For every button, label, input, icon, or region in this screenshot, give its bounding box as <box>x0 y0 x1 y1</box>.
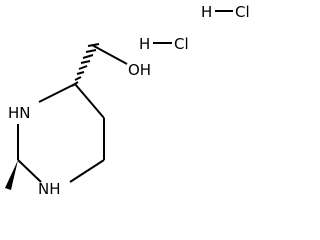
upper-nh-label: HN <box>8 104 31 122</box>
methyl-wedge-bond <box>5 160 18 190</box>
hcl-salt-middle: H Cl <box>139 35 189 53</box>
ring-bond-c2-c3 <box>74 83 105 119</box>
piperazine-ring <box>17 83 105 183</box>
hcl-top-chlorine-label: Cl <box>235 3 250 21</box>
lower-nh-label: NH <box>38 180 61 198</box>
chemical-structure: H Cl H Cl OH HN NH <box>5 3 250 198</box>
hcl-middle-hydrogen-label: H <box>139 35 150 53</box>
ring-bond-n1-c2 <box>38 83 76 103</box>
ring-bond-c4-n2 <box>69 159 105 183</box>
hydroxymethyl-group: OH <box>71 43 151 87</box>
hcl-middle-chlorine-label: Cl <box>174 35 189 53</box>
ch2-oh-bond <box>91 44 128 65</box>
hcl-salt-top: H Cl <box>201 3 250 21</box>
hcl-top-hydrogen-label: H <box>201 3 212 21</box>
hashed-wedge-bond <box>71 43 100 87</box>
hydroxyl-label: OH <box>128 61 151 79</box>
ring-bond-n2-c5 <box>17 159 42 183</box>
